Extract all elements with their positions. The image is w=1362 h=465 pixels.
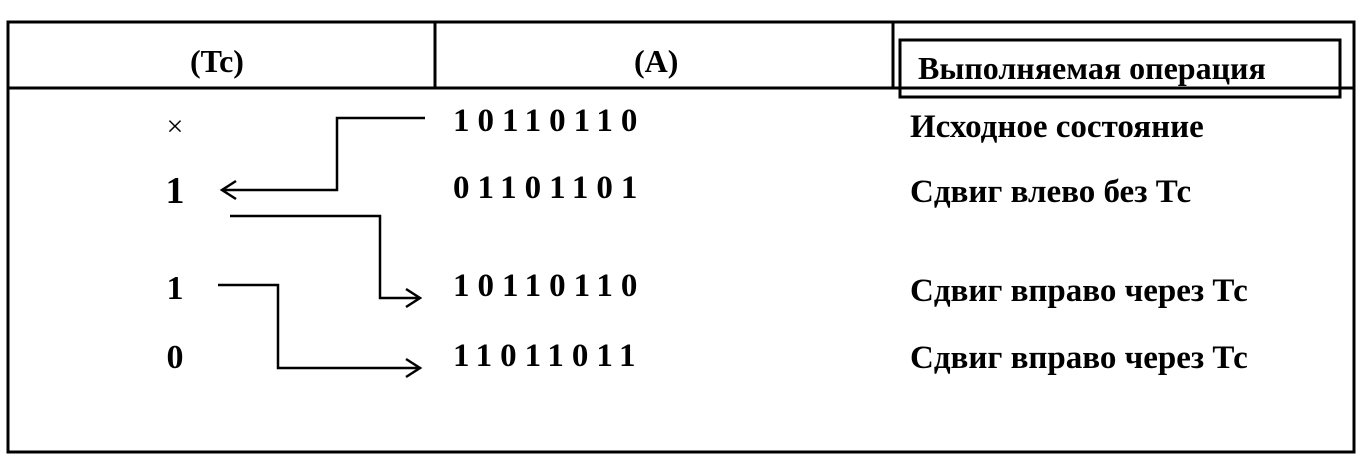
row-2-a: 01101101: [453, 170, 646, 206]
row-3-operation: Сдвиг вправо через Тс: [910, 273, 1248, 309]
table-border: [6, 20, 1356, 454]
arrow-shift-right-2-head: [405, 357, 423, 379]
arrow-shift-left-head: [219, 179, 237, 201]
arrow-shift-right-1-path: [230, 214, 420, 300]
row-4-a: 11011011: [453, 338, 644, 374]
row-2-tc: 1: [165, 170, 185, 212]
header-operation: Выполняемая операция: [918, 50, 1266, 86]
row-1-tc: ×: [166, 110, 184, 143]
arrow-shift-right-1-head: [405, 287, 423, 309]
row-1-operation: Исходное состояние: [910, 109, 1204, 145]
header-operation-cell-box: [898, 38, 1342, 99]
row-1-a: 10110110: [453, 103, 646, 139]
row-3-tc: 1: [166, 270, 184, 307]
header-tc: (Tc): [190, 43, 244, 79]
row-2-operation: Сдвиг влево без Тс: [910, 174, 1192, 210]
row-4-tc: 0: [166, 339, 184, 376]
row-3-a: 10110110: [453, 268, 646, 304]
row-4-operation: Сдвиг вправо через Тс: [910, 340, 1248, 376]
arrow-shift-left-path: [265, 116, 425, 192]
arrow-shift-right-2-path: [218, 283, 420, 370]
header-a: (A): [634, 43, 679, 79]
